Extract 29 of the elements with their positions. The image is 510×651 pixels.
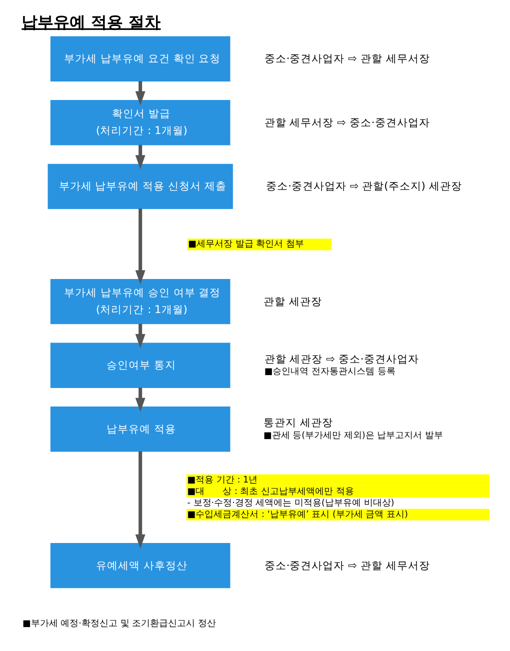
arrow (134, 388, 145, 412)
node-box: 유예세액 사후정산 (50, 542, 230, 588)
node-label: 관할 세관장 ⇨ 중소·중견사업자 (264, 352, 418, 366)
arrow (134, 451, 145, 549)
label: ■적용 기간 : 1년 (186, 475, 258, 486)
node-label: 중소·중견사업자 ⇨ 관할 세무서장 (264, 52, 430, 66)
label: ■부가세 예정·확정신고 및 조기환급신고시 정산 (22, 618, 216, 629)
node-label: 중소·중견사업자 ⇨ 관할 세무서장 (264, 558, 430, 572)
node-box: 부가세 납부유예 적용 신청서 제출 (47, 164, 232, 209)
arrow (134, 81, 145, 106)
label: ■세무서장 발급 확인서 첨부 (188, 240, 304, 250)
node-label: 관할 세무서장 ⇨ 중소·중견사업자 (264, 116, 430, 129)
node-box: 부가세 납부유예 요건 확인 요청 (50, 36, 230, 82)
node-box: 확인서 발급 (처리기간 : 1개월) (50, 100, 230, 146)
node-label: ■관세 등(부가세만 제외)은 납부고지서 발부 (262, 431, 442, 442)
node-label: ■승인내역 전자통관시스템 등록 (264, 367, 395, 378)
node-box: 승인여부 통지 (50, 342, 230, 388)
diagram-title: 납부유예 적용 절차 (21, 12, 160, 32)
node-label: 통관지 세관장 (262, 416, 332, 430)
arrow (134, 208, 145, 284)
label: ■대 상 : 최초 신고납부세액에만 적용 (186, 486, 354, 497)
label: ■수입세금계산서 : ‘납부유예’ 표시 (부가세 금액 표시) (186, 510, 408, 520)
label: - 보정·수정·경정 세액에는 미적용(납부유예 비대상) (186, 498, 394, 508)
arrow (134, 144, 145, 170)
arrow (134, 324, 145, 348)
node-box: 부가세 납부유예 승인 여부 결정 (처리기간 : 1개월) (50, 279, 230, 324)
node-label: 관할 세관장 (262, 294, 322, 308)
node-label: 중소·중견사업자 ⇨ 관할(주소지) 세관장 (266, 180, 462, 193)
node-box: 납부유예 적용 (50, 406, 230, 452)
